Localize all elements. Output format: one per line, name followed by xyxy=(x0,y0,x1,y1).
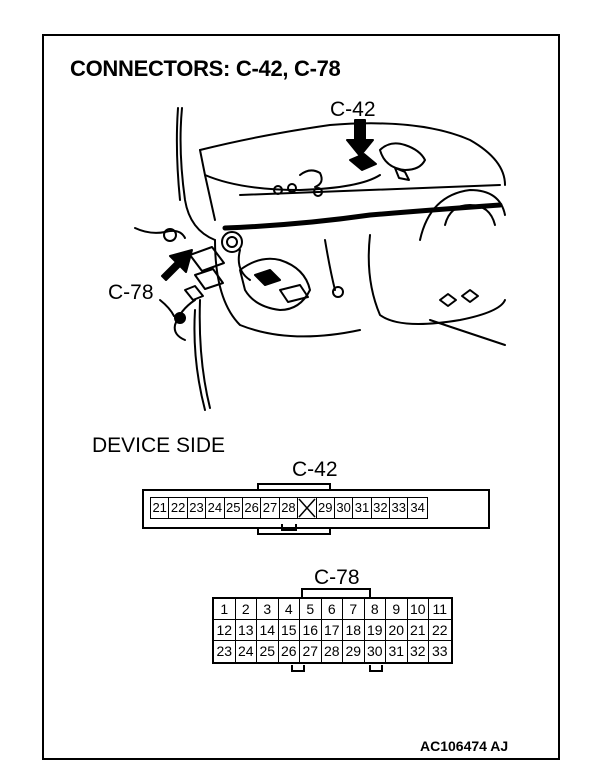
c78-pin: 18 xyxy=(343,620,365,641)
c78-pin: 33 xyxy=(431,643,448,659)
c42-pin: 29 xyxy=(317,498,335,518)
c78-pin: 6 xyxy=(321,599,343,620)
c78-pin: 13 xyxy=(235,620,257,641)
c78-pin: 1 xyxy=(214,599,236,620)
c78-pin: 26 xyxy=(279,641,300,662)
c78-pin: 4 xyxy=(278,599,300,620)
c42-pin: 32 xyxy=(372,498,391,518)
c78-callout-label: C-78 xyxy=(108,281,154,304)
c42-pin: 21 xyxy=(151,498,170,518)
c42-blank-pin-cross xyxy=(298,498,316,518)
c78-pin: 2 xyxy=(235,599,257,620)
c78-pin: 10 xyxy=(407,599,429,620)
c42-pin: 30 xyxy=(335,498,354,518)
c42-pin: 27 xyxy=(261,498,280,518)
c78-pin: 3 xyxy=(257,599,279,620)
c78-pin: 24 xyxy=(236,641,257,662)
c42-callout-label: C-42 xyxy=(330,98,376,121)
c78-pin: 14 xyxy=(257,620,279,641)
c42-blank-pin xyxy=(298,498,317,518)
c78-pin: 15 xyxy=(278,620,300,641)
c78-pin: 5 xyxy=(300,599,322,620)
c78-pin: 32 xyxy=(408,641,429,662)
c78-pin: 22 xyxy=(429,620,451,641)
c78-arrow-icon xyxy=(161,249,193,281)
dashboard-outline xyxy=(199,122,506,186)
c42-pin: 22 xyxy=(169,498,188,518)
c78-pin: 28 xyxy=(322,641,343,662)
c78-pin: 11 xyxy=(429,599,451,620)
c78-pin: 29 xyxy=(343,641,365,662)
c78-connector-label: C-78 xyxy=(314,566,360,589)
c42-pin: 23 xyxy=(188,498,207,518)
c78-pin: 16 xyxy=(300,620,322,641)
c78-pin: 20 xyxy=(386,620,408,641)
c42-pin: 26 xyxy=(243,498,262,518)
c78-pin: 17 xyxy=(321,620,343,641)
figure-frame xyxy=(42,34,560,760)
c42-pin: 31 xyxy=(353,498,372,518)
harness-top-left xyxy=(179,107,216,241)
c78-pin: 27 xyxy=(300,641,322,662)
lower-panel xyxy=(367,234,506,325)
c78-pin: 8 xyxy=(364,599,386,620)
c42-pin: 34 xyxy=(410,500,425,515)
c78-pin: 7 xyxy=(343,599,365,620)
c78-pin: 19 xyxy=(364,620,386,641)
c78-pin: 25 xyxy=(257,641,279,662)
center-connectors xyxy=(239,257,311,311)
c42-connector-label: C-42 xyxy=(292,458,338,481)
c78-connector-shape xyxy=(189,246,225,272)
figure-code: AC106474 AJ xyxy=(420,738,509,754)
c42-pin: 25 xyxy=(225,498,243,518)
c78-pin: 21 xyxy=(407,620,429,641)
c42-pin: 28 xyxy=(280,498,299,518)
c78-pin: 31 xyxy=(386,641,408,662)
gauge-bezel xyxy=(419,189,506,241)
c42-arrow-icon xyxy=(346,119,374,157)
device-side-label: DEVICE SIDE xyxy=(92,434,226,457)
c78-pin: 23 xyxy=(214,641,236,662)
c42-connector-housing xyxy=(142,489,490,529)
figure-title: CONNECTORS: C-42, C-78 xyxy=(70,56,341,81)
c42-pin: 33 xyxy=(390,498,409,518)
c42-pin: 24 xyxy=(206,498,225,518)
c78-pin: 12 xyxy=(214,620,236,641)
c78-pin: 9 xyxy=(386,599,408,620)
c78-pin: 30 xyxy=(365,641,386,662)
